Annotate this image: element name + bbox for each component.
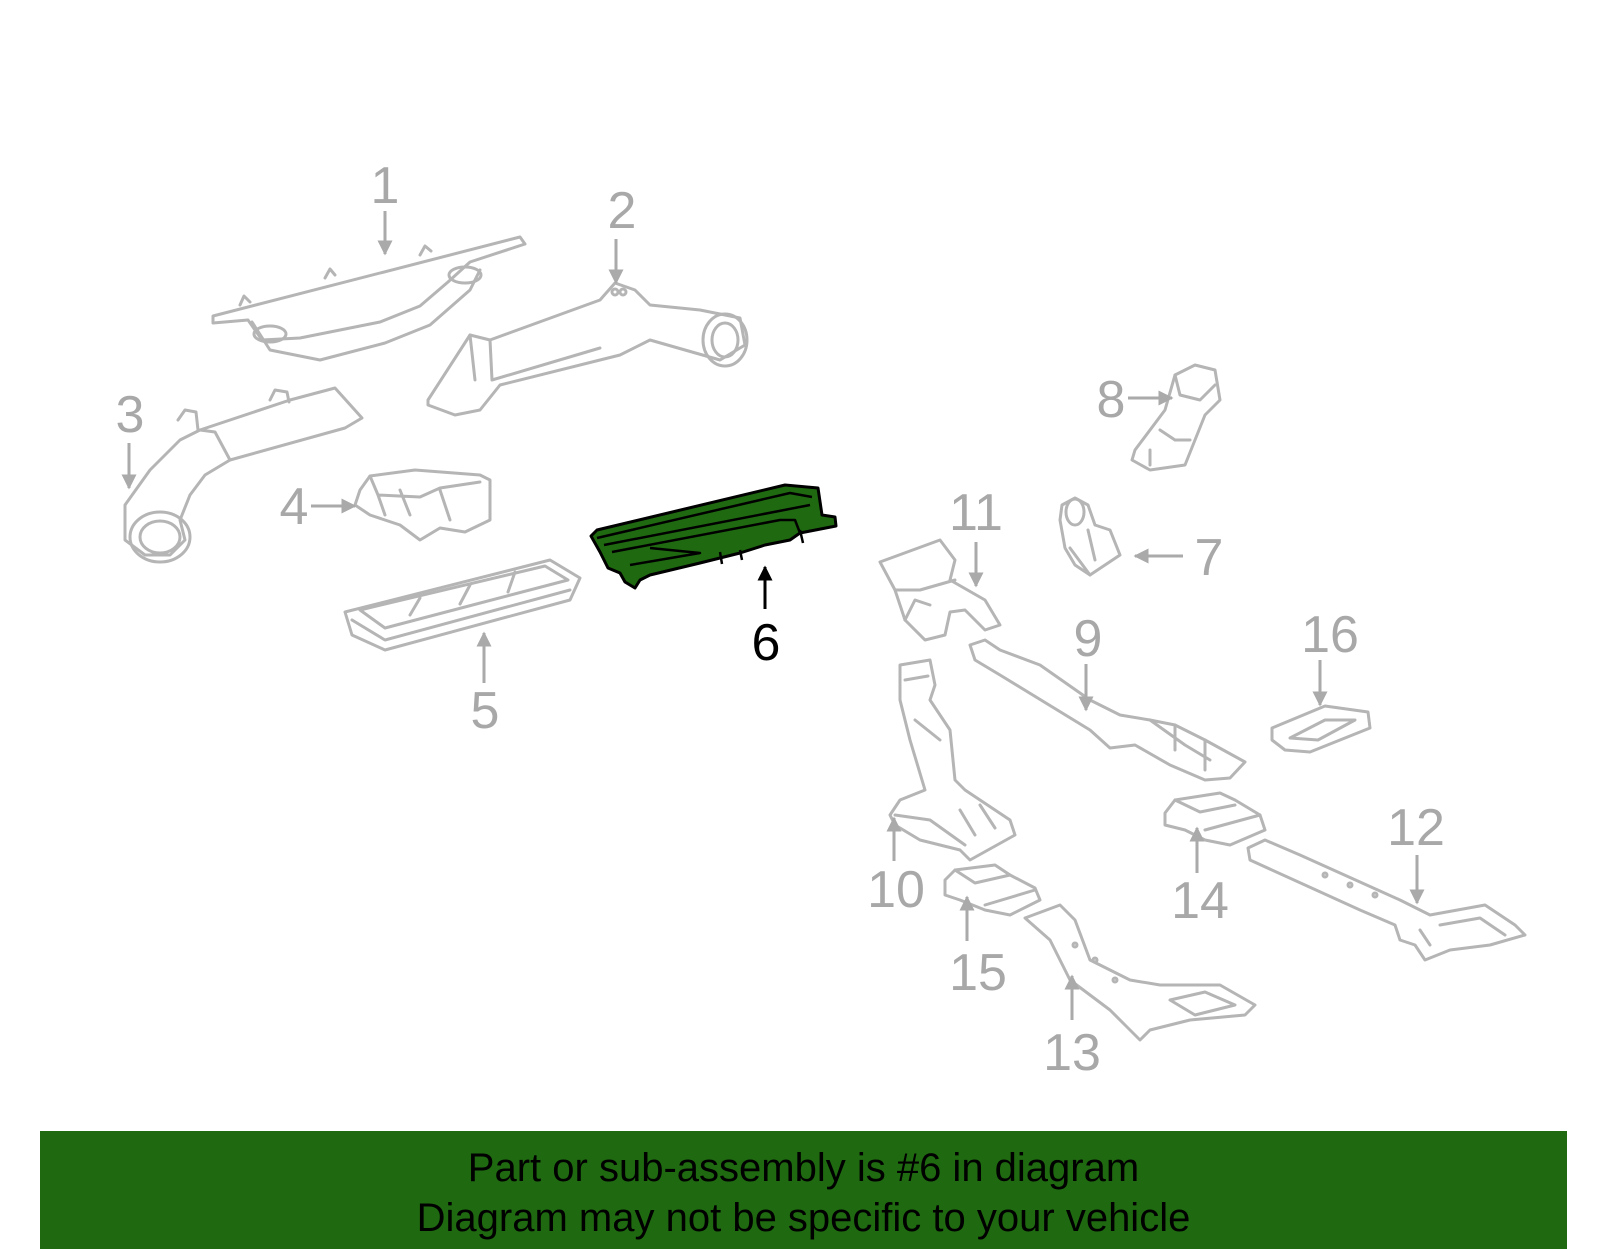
callout-10: 10: [867, 861, 925, 919]
part-12-duct: [1246, 838, 1527, 962]
part-7-nozzle: [1058, 496, 1122, 577]
part-5-register: [343, 558, 582, 652]
callout-14: 14: [1171, 872, 1229, 930]
parts-diagram: 1 2 3 4 5 6 7 8 9 10 11 12 13 14 15 16: [116, 157, 1527, 1082]
callout-5: 5: [471, 682, 500, 740]
part-14-connector: [1163, 791, 1267, 847]
callout-4: 4: [280, 478, 309, 536]
leader-lines: [121, 211, 1425, 1020]
part-6-highlighted-duct: [589, 483, 838, 590]
part-3-side-duct: [123, 386, 364, 564]
callout-16: 16: [1301, 606, 1359, 664]
callout-9: 9: [1074, 610, 1103, 668]
callout-8: 8: [1097, 371, 1126, 429]
part-1-defroster-nozzle: [211, 235, 527, 362]
callout-15: 15: [949, 944, 1007, 1002]
callout-6: 6: [752, 614, 781, 672]
banner-line-2: Diagram may not be specific to your vehi…: [416, 1196, 1191, 1240]
part-8-nozzle: [1130, 363, 1222, 472]
part-10-duct: [888, 658, 1017, 862]
part-4-connector: [353, 468, 492, 542]
callout-1: 1: [371, 157, 400, 215]
callout-7: 7: [1195, 529, 1224, 587]
part-2-duct: [426, 281, 749, 417]
info-banner: Part or sub-assembly is #6 in diagram Di…: [40, 1131, 1567, 1249]
callout-3: 3: [116, 386, 145, 444]
callout-12: 12: [1387, 799, 1445, 857]
callout-13: 13: [1043, 1024, 1101, 1082]
callout-11: 11: [949, 484, 1003, 542]
part-11-duct: [878, 538, 1002, 642]
part-9-duct: [968, 638, 1247, 782]
part-15-connector: [943, 863, 1042, 917]
part-16-cover: [1270, 704, 1372, 754]
callout-labels: 1 2 3 4 5 6 7 8 9 10 11 12 13 14 15 16: [116, 157, 1445, 1082]
callout-2: 2: [608, 182, 637, 240]
banner-line-1: Part or sub-assembly is #6 in diagram: [467, 1146, 1140, 1190]
part-13-duct: [1023, 903, 1257, 1042]
